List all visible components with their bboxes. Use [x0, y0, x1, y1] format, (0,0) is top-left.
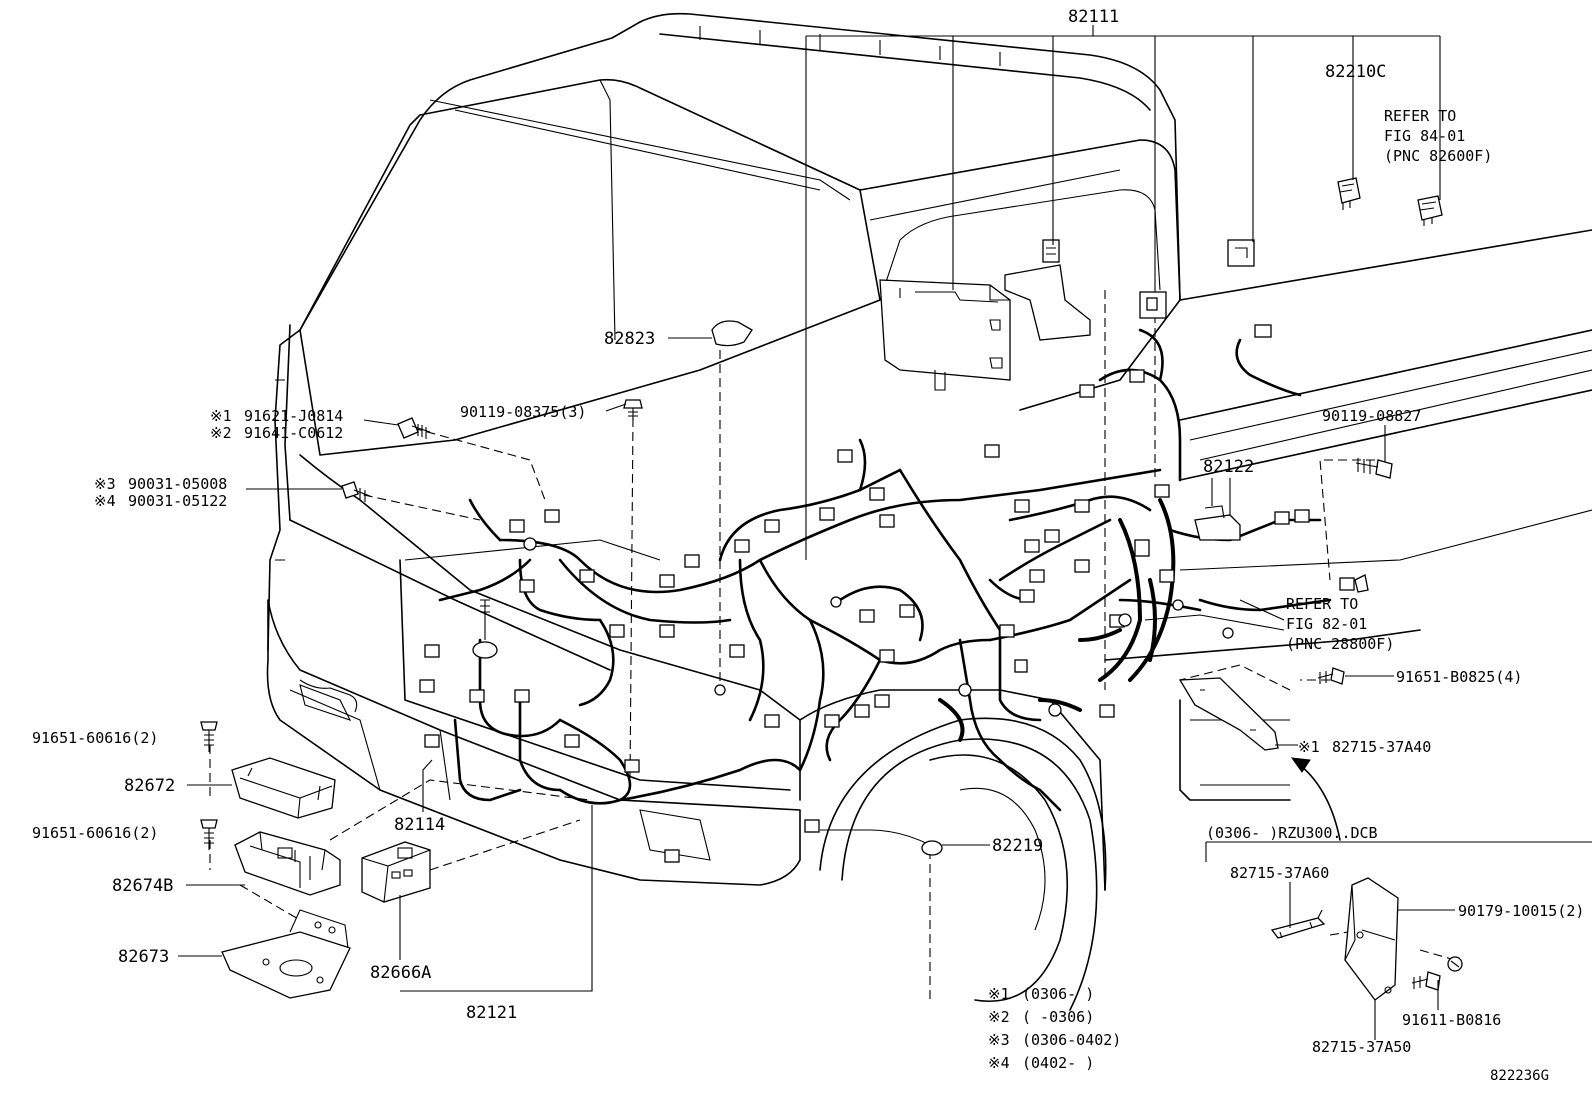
- label-90031-05008: 90031-05008: [128, 475, 227, 493]
- legend-range-1: (0306- ): [1022, 985, 1094, 1003]
- applicability-legend: ※1 (0306- ) ※2 ( -0306) ※3 (0306-0402) ※…: [988, 985, 1121, 1072]
- mark-2-91641: ※2: [210, 424, 232, 442]
- mark-1-91621: ※1: [210, 407, 232, 425]
- label-82122: 82122: [1203, 457, 1254, 477]
- label-91641-c0612: 91641-C0612: [244, 424, 343, 442]
- legend-mark-1: ※1: [988, 985, 1010, 1003]
- label-82114: 82114: [394, 815, 445, 835]
- label-91611-b0816: 91611-B0816: [1402, 1011, 1501, 1029]
- label-82673: 82673: [118, 947, 169, 967]
- label-82674b: 82674B: [112, 876, 173, 896]
- label-82715-37a50: 82715-37A50: [1312, 1038, 1411, 1056]
- label-82715-37a40: 82715-37A40: [1332, 738, 1431, 756]
- label-91621-j0814: 91621-J0814: [244, 407, 343, 425]
- label-90031-05122: 90031-05122: [128, 492, 227, 510]
- mark-3-90031: ※3: [94, 475, 116, 493]
- legend-range-4: (0402- ): [1022, 1054, 1094, 1072]
- refer-82-line1: REFER TO: [1286, 595, 1358, 613]
- label-82121: 82121: [466, 1003, 517, 1023]
- label-90119-08827: 90119-08827: [1322, 407, 1421, 425]
- refer-84-line1: REFER TO: [1384, 107, 1456, 125]
- label-90179-10015: 90179-10015(2): [1458, 902, 1584, 920]
- label-82219: 82219: [992, 836, 1043, 856]
- inset-header: (0306- )RZU300..DCB: [1206, 824, 1378, 842]
- legend-mark-2: ※2: [988, 1008, 1010, 1026]
- label-82715-37a60: 82715-37A60: [1230, 864, 1329, 882]
- mark-4-90031: ※4: [94, 492, 116, 510]
- legend-mark-4: ※4: [988, 1054, 1010, 1072]
- label-91651-60616-a: 91651-60616(2): [32, 729, 158, 747]
- label-91651-60616-b: 91651-60616(2): [32, 824, 158, 842]
- label-82672: 82672: [124, 776, 175, 796]
- label-82666a: 82666A: [370, 963, 431, 983]
- label-90119-08375: 90119-08375(3): [460, 403, 586, 421]
- mark-1-82715: ※1: [1298, 738, 1320, 756]
- legend-range-3: (0306-0402): [1022, 1031, 1121, 1049]
- label-91651-b0825: 91651-B0825(4): [1396, 668, 1522, 686]
- label-82823: 82823: [604, 329, 655, 349]
- legend-range-2: ( -0306): [1022, 1008, 1094, 1026]
- refer-84-line2: FIG 84-01: [1384, 127, 1465, 145]
- figure-id: 822236G: [1490, 1068, 1549, 1084]
- refer-82-line2: FIG 82-01: [1286, 615, 1367, 633]
- label-82210c: 82210C: [1325, 62, 1386, 82]
- legend-mark-3: ※3: [988, 1031, 1010, 1049]
- label-82111: 82111: [1068, 7, 1119, 27]
- refer-82-line3: (PNC 28800F): [1286, 635, 1394, 653]
- refer-84-line3: (PNC 82600F): [1384, 147, 1492, 165]
